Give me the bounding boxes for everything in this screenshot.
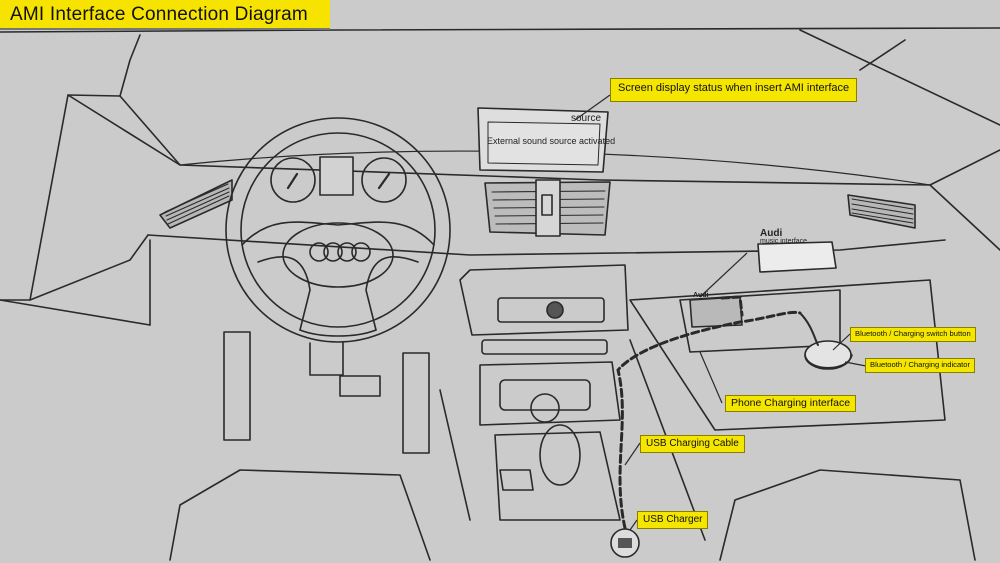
switch-button-callout: Bluetooth / Charging switch button [850,327,976,342]
connector-subtitle-label: music interface [760,238,808,245]
screen-header-text: source [571,113,602,124]
roof-line [0,27,1000,33]
usb-charger-callout: USB Charger [637,511,709,529]
indicator-callout: Bluetooth / Charging indicator [865,358,976,373]
title-banner: AMI Interface Connection Diagram [0,0,330,30]
connector-brand-label: Audi [760,228,783,239]
phone-charging-callout: Phone Charging interface [725,395,857,412]
diagram-title: AMI Interface Connection Diagram [10,4,308,25]
screen-message-text: External sound source activated [487,136,616,146]
screen-status-callout: Screen display status when insert AMI in… [610,78,858,102]
port-brand-label: Audi [693,292,709,299]
usb-cable-line [616,295,819,530]
usb-cable-callout: USB Charging Cable [640,435,745,453]
